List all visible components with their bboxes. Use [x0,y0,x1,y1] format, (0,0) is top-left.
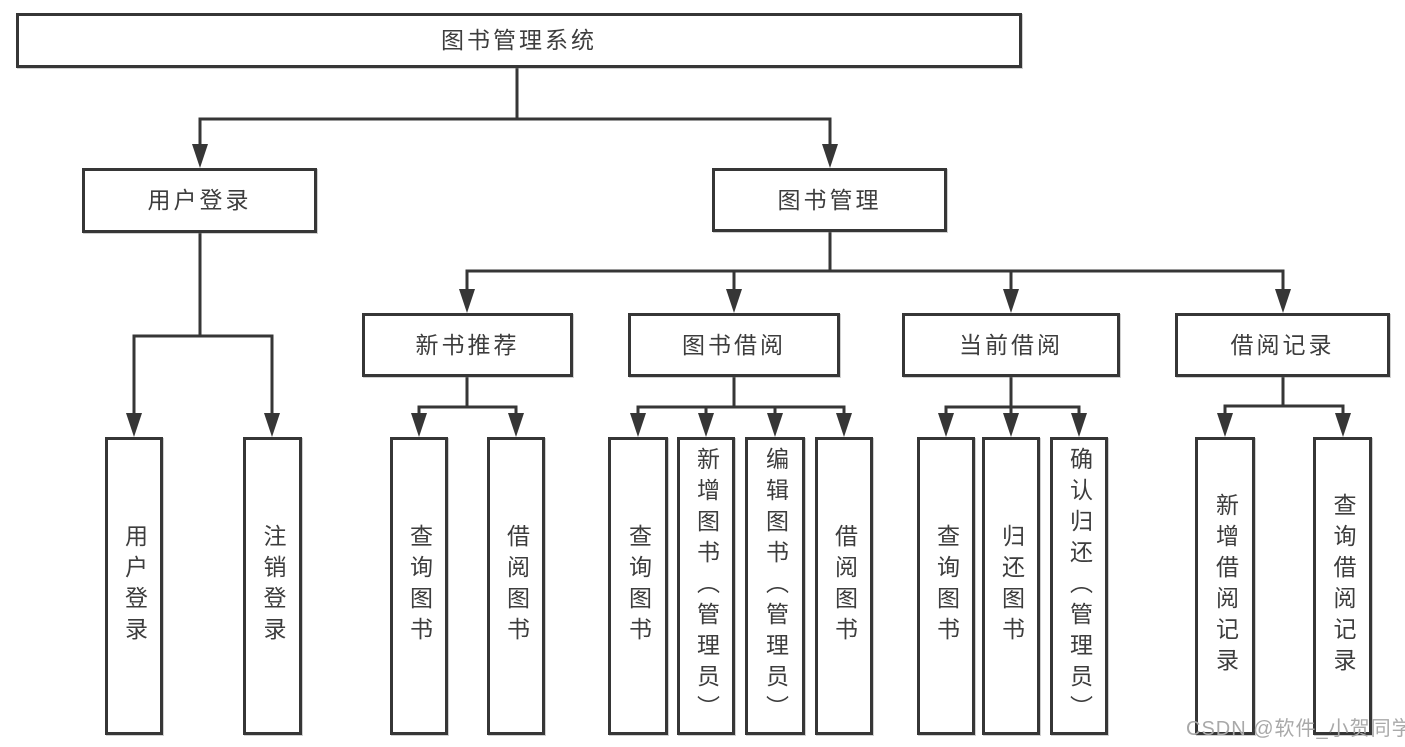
leaf-add-book-admin-label: 新增图书（管理员） [693,446,720,726]
node-book-management-label: 图书管理 [777,186,882,213]
leaf-current-query-book-label: 查询图书 [933,524,960,648]
leaf-query-borrow-record: 查询借阅记录 [1313,437,1372,735]
node-user-login-label: 用户登录 [147,187,252,213]
leaf-borrow-query-book-label: 查询图书 [625,524,652,648]
leaf-user-login-label: 用户登录 [121,524,148,648]
leaf-recommend-borrow-book-label: 借阅图书 [503,524,530,648]
leaf-return-book-label: 归还图书 [998,524,1025,648]
leaf-user-login: 用户登录 [105,437,163,735]
leaf-edit-book-admin: 编辑图书（管理员） [745,437,805,735]
leaf-recommend-query-book-label: 查询图书 [406,524,433,648]
node-user-login: 用户登录 [82,168,317,233]
leaf-confirm-return-admin-label: 确认归还（管理员） [1066,446,1093,726]
leaf-add-borrow-record: 新增借阅记录 [1195,437,1255,735]
leaf-query-borrow-record-label: 查询借阅记录 [1330,493,1356,679]
node-borrow-records-label: 借阅记录 [1230,331,1335,358]
leaf-recommend-query-book: 查询图书 [390,437,448,735]
arrowheads [126,144,1351,437]
leaf-current-query-book: 查询图书 [917,437,975,735]
node-root-label: 图书管理系统 [441,27,597,53]
leaf-confirm-return-admin: 确认归还（管理员） [1050,437,1108,735]
leaf-borrow-query-book: 查询图书 [608,437,668,735]
leaf-return-book: 归还图书 [982,437,1040,735]
leaf-edit-book-admin-label: 编辑图书（管理员） [762,446,789,726]
node-new-book-recommend-label: 新书推荐 [415,331,520,358]
leaf-logout: 注销登录 [243,437,302,735]
node-current-borrow: 当前借阅 [902,313,1120,377]
node-book-borrow-label: 图书借阅 [682,331,786,358]
node-new-book-recommend: 新书推荐 [362,313,573,377]
node-current-borrow-label: 当前借阅 [959,331,1063,358]
leaf-borrow-book: 借阅图书 [815,437,873,735]
csdn-watermark: CSDN @软件_小贺同学 [1186,718,1405,740]
leaf-borrow-book-label: 借阅图书 [831,524,858,648]
node-book-borrow: 图书借阅 [628,313,840,377]
leaf-recommend-borrow-book: 借阅图书 [487,437,545,735]
node-book-management: 图书管理 [712,168,947,232]
leaf-add-book-admin: 新增图书（管理员） [677,437,735,735]
leaf-add-borrow-record-label: 新增借阅记录 [1212,493,1239,679]
node-borrow-records: 借阅记录 [1175,313,1390,377]
node-root: 图书管理系统 [16,13,1022,68]
leaf-logout-label: 注销登录 [260,524,286,648]
